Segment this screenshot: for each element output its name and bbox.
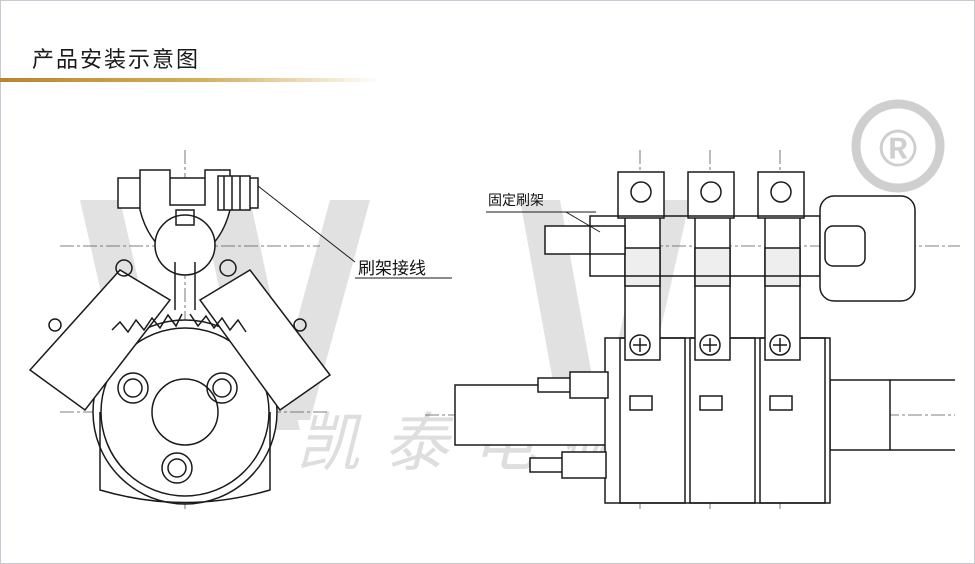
page-title: 产品安装示意图	[32, 48, 201, 73]
title-underline	[0, 78, 380, 82]
fixed-brush-holder-label: 固定刷架	[488, 193, 544, 209]
registered-mark-icon	[851, 99, 945, 193]
right-side-view	[425, 150, 960, 510]
registered-mark-glyph: ®	[879, 120, 917, 178]
brush-wiring-label: 刷架接线	[358, 259, 426, 279]
left-end-view	[28, 150, 452, 510]
